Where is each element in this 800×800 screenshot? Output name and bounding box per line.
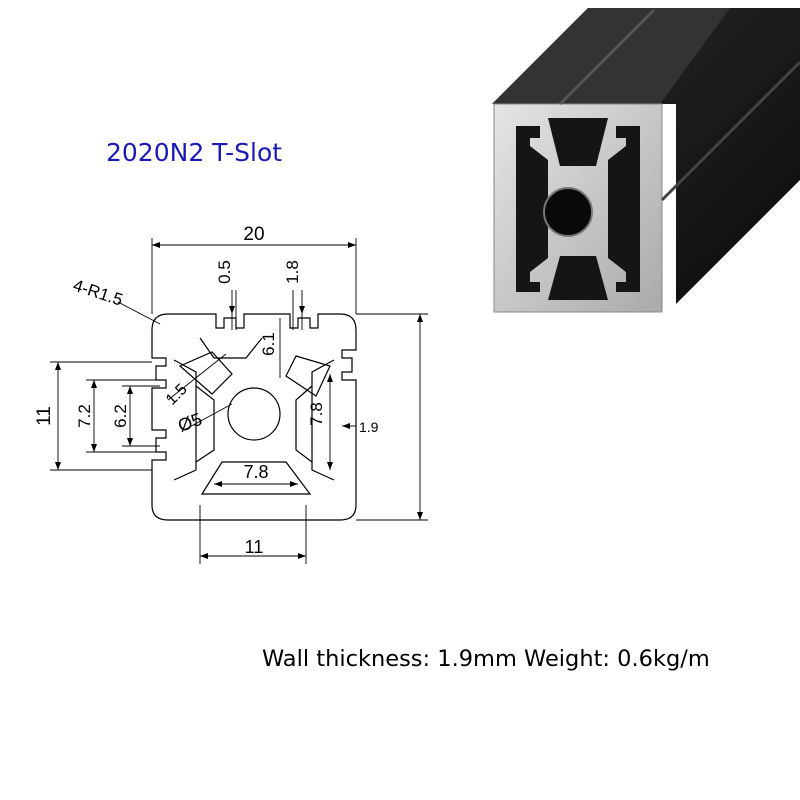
profile-outline: [151, 313, 357, 521]
dimension-arrows: [55, 242, 423, 559]
profile-render: [492, 8, 800, 313]
dim-wall: 1.9: [359, 419, 379, 435]
dim-cavity-height: 7.8: [307, 402, 326, 426]
dim-inner-height: 11: [34, 406, 55, 426]
dim-overall-width: 20: [243, 224, 264, 245]
profile-drawing: [151, 313, 357, 521]
slot-cavity-left: [173, 359, 197, 481]
end-face-slots: [516, 118, 640, 300]
dimension-labels: 20 0.5 1.8 4-R1.5 6.1 1.5 Ø5 11 7.2 6.2 …: [34, 224, 379, 557]
dim-slot-opening-outer: 7.2: [75, 404, 94, 428]
page-title: 2020N2 T-Slot: [106, 138, 283, 167]
inner-cavity-right: [295, 385, 313, 463]
spec-caption: Wall thickness: 1.9mm Weight: 0.6kg/m: [262, 646, 710, 672]
center-hole: [227, 387, 281, 441]
dim-slot-width: 11: [245, 537, 264, 557]
dimension-lines: [50, 238, 428, 564]
end-face-center-hole: [543, 187, 593, 237]
inner-cavity-bottom: [200, 461, 312, 495]
dim-slot-depth: 6.1: [259, 332, 278, 356]
dim-lip-thickness: 1.8: [283, 260, 302, 284]
dim-corner-radius: 4-R1.5: [71, 276, 125, 310]
inner-cavity-top-left: [178, 351, 233, 395]
slot-cavity-right: [311, 359, 335, 481]
dim-slot-opening-inner: 6.2: [111, 404, 130, 428]
dim-center-hole: Ø5: [175, 409, 204, 436]
inner-cavity-left: [195, 385, 215, 463]
extrusion-groove-right: [660, 60, 800, 202]
extrusion-groove-top: [558, 8, 656, 106]
extrusion-top-face: [492, 8, 730, 104]
dim-cavity-width: 7.8: [243, 462, 268, 482]
dim-slot-lip: 0.5: [215, 260, 234, 284]
slot-cavity-top: [199, 337, 263, 359]
inner-cavity-top-right: [285, 355, 331, 397]
